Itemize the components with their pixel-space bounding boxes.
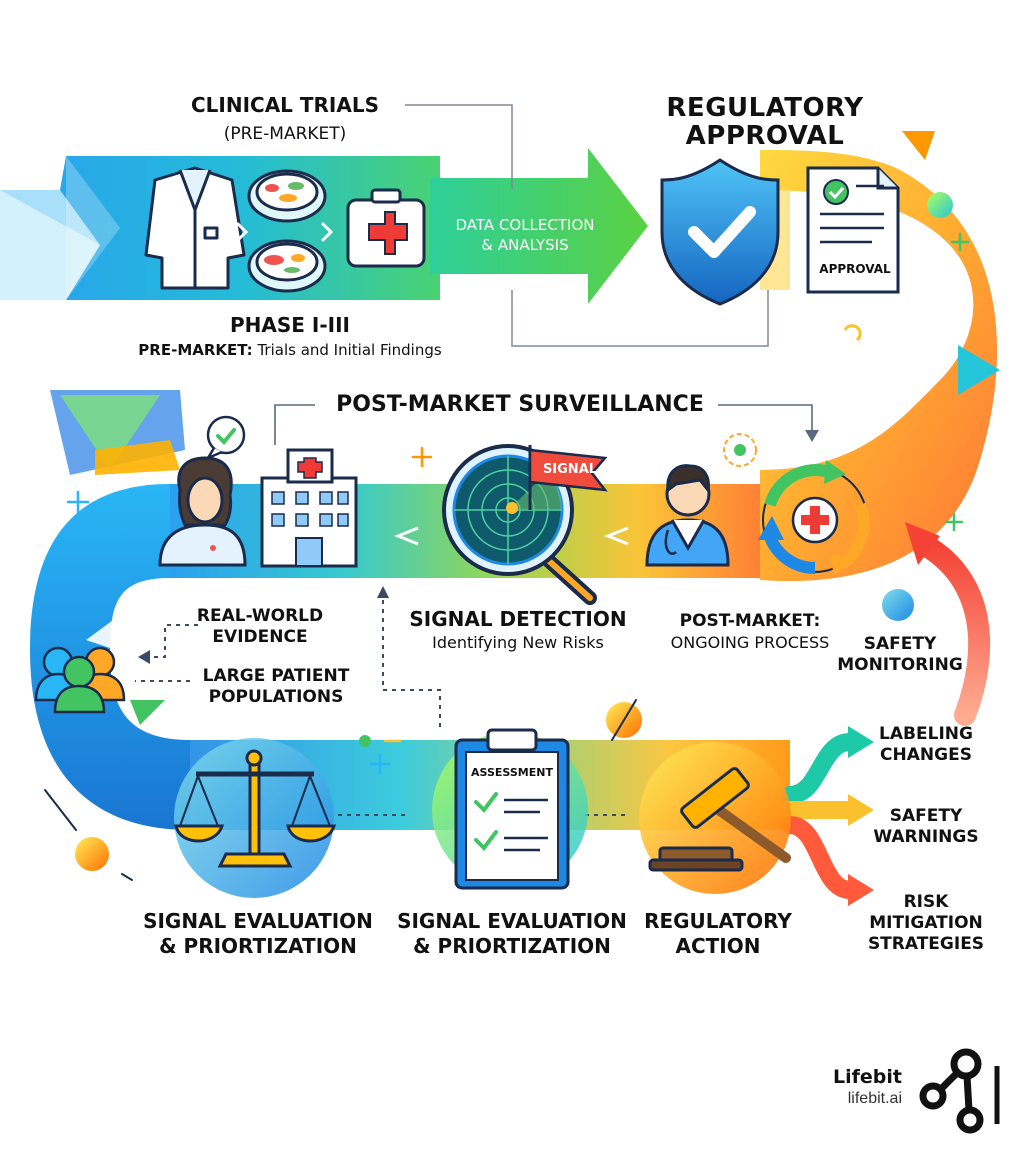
dotted-connectors — [135, 600, 630, 816]
safety-monitoring-line2: MONITORING — [837, 655, 963, 675]
brand-url[interactable]: lifebit.ai — [847, 1090, 902, 1107]
post-market-process-line2: ONGOING PROCESS — [670, 633, 830, 652]
outcome-labeling-line1: LABELING — [879, 724, 973, 744]
outcome-risk-line2: MITIGATION — [869, 913, 983, 933]
large-patient-line1: LARGE PATIENT — [202, 666, 350, 686]
outcome-warnings-line2: WARNINGS — [873, 827, 979, 847]
gear-bubble-icon — [723, 433, 757, 467]
clinical-trials-title: CLINICAL TRIALS — [190, 93, 380, 117]
phase-title: PHASE I-III — [230, 313, 350, 337]
approval-document-label: APPROVAL — [819, 262, 891, 276]
feedback-arrow — [914, 534, 991, 726]
signal-detection-title: SIGNAL DETECTION — [409, 607, 627, 631]
regulatory-action-line1: REGULATORY — [644, 909, 792, 933]
decorative-accents — [44, 131, 970, 881]
data-collection-line2: & ANALYSIS — [481, 236, 569, 254]
brand-name: Lifebit — [833, 1066, 902, 1088]
lab-coat-icon — [144, 166, 246, 290]
outcome-risk-line1: RISK — [903, 892, 949, 912]
hospital-icon — [260, 448, 358, 568]
post-market-connectors — [274, 404, 813, 445]
data-collection-arrow — [430, 148, 648, 304]
real-world-line2: EVIDENCE — [212, 627, 308, 647]
regulatory-approval-line2: APPROVAL — [685, 121, 845, 151]
outcome-arrows — [781, 733, 859, 899]
right-loop-arrowhead — [958, 345, 1000, 395]
outcome-labeling-line2: CHANGES — [880, 745, 972, 765]
safety-monitoring-line1: SAFETY — [863, 634, 937, 654]
approval-document-icon — [806, 166, 900, 294]
post-market-process-line1: POST-MARKET: — [679, 611, 821, 631]
outcome-risk-line3: STRATEGIES — [867, 934, 985, 954]
assessment-clipboard-icon — [432, 728, 588, 890]
petri-dish-icon — [247, 169, 327, 223]
eval-mid-line1: SIGNAL EVALUATION — [397, 909, 627, 933]
petri-dish-icon — [247, 239, 327, 293]
regulatory-action-line2: ACTION — [675, 934, 761, 958]
connector-lines-top — [405, 104, 769, 347]
eval-left-line2: & PRIORTIZATION — [159, 934, 357, 958]
outcome-warnings-line1: SAFETY — [889, 806, 963, 826]
medical-kit-icon — [346, 188, 426, 268]
regulatory-approval-line1: REGULATORY — [666, 93, 864, 123]
data-collection-line1: DATA COLLECTION — [455, 216, 595, 234]
eval-mid-line2: & PRIORTIZATION — [413, 934, 611, 958]
clinical-trials-subtitle: (PRE-MARKET) — [223, 124, 347, 144]
shield-check-icon — [660, 158, 780, 306]
lifebit-logo-icon — [919, 1048, 1000, 1134]
phase-note: PRE-MARKET: Trials and Initial Findings — [138, 341, 442, 359]
assessment-label: ASSESSMENT — [471, 766, 553, 779]
signal-flag-icon — [528, 448, 608, 492]
refresh-cycle-icon — [758, 460, 870, 576]
post-market-title: POST-MARKET SURVEILLANCE — [336, 392, 704, 417]
eval-left-line1: SIGNAL EVALUATION — [143, 909, 373, 933]
doctor-icon — [645, 464, 730, 567]
balance-scale-icon — [174, 738, 337, 898]
nurse-icon — [158, 456, 247, 567]
people-group-icon — [34, 646, 126, 714]
signal-flag-label: SIGNAL — [542, 462, 598, 477]
radar-magnifier-icon — [442, 444, 608, 605]
large-patient-line2: POPULATIONS — [208, 687, 344, 707]
real-world-line1: REAL-WORLD — [196, 606, 324, 626]
gavel-icon — [639, 742, 791, 894]
signal-detection-subtitle: Identifying New Risks — [432, 633, 604, 652]
check-bubble-icon — [204, 415, 246, 461]
